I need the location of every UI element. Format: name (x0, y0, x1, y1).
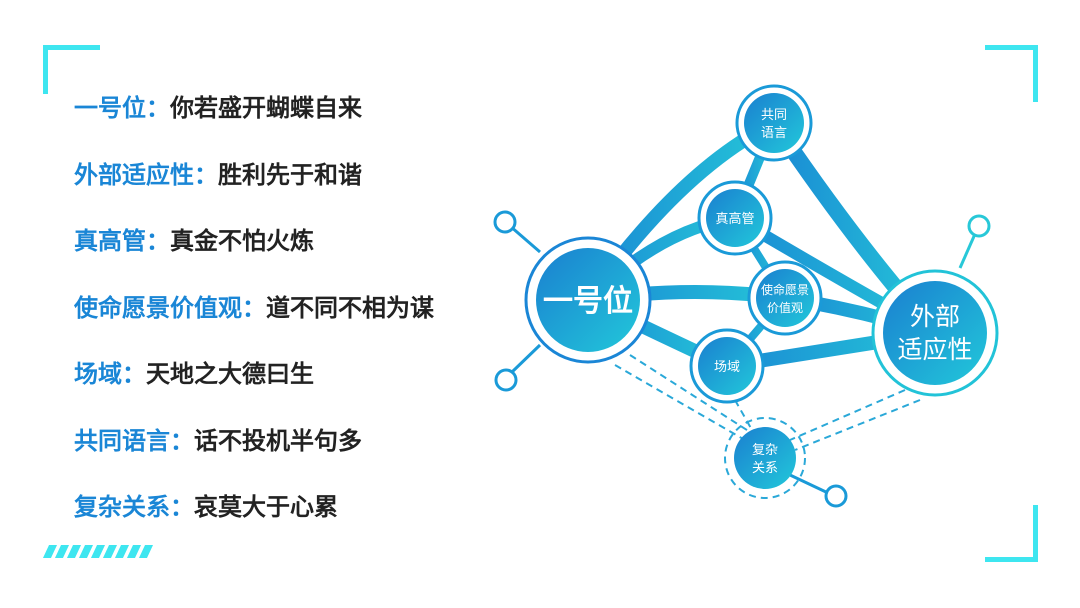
item-value: 哀莫大于心累 (194, 493, 338, 521)
node-executives: 真高管 (697, 180, 773, 256)
node-external-adaptability: 外部 适应性 (871, 269, 999, 397)
svg-text:一号位: 一号位 (543, 284, 633, 319)
item-value: 你若盛开蝴蝶自来 (170, 94, 362, 122)
svg-text:场域: 场域 (714, 360, 740, 375)
item-value: 话不投机半句多 (194, 426, 362, 455)
svg-text:共同: 共同 (761, 108, 787, 123)
corner-top-right (985, 45, 1038, 102)
svg-text:真高管: 真高管 (715, 211, 754, 227)
node-common-language: 共同 语言 (735, 84, 813, 162)
node-mission-vision-values: 使命愿景 价值观 (747, 260, 823, 336)
svg-text:外部: 外部 (910, 302, 960, 331)
item-value: 天地之大德曰生 (146, 360, 314, 388)
svg-text:关系: 关系 (752, 461, 778, 476)
list-item: 共同语言：话不投机半句多 (74, 423, 434, 490)
item-key: 外部适应性： (74, 160, 218, 189)
list-item: 外部适应性：胜利先于和谐 (74, 157, 434, 224)
list-item: 一号位：你若盛开蝴蝶自来 (74, 90, 434, 157)
corner-top-left (43, 45, 100, 94)
item-key: 一号位： (74, 94, 170, 122)
svg-text:使命愿景: 使命愿景 (761, 282, 809, 297)
corner-bottom-right (985, 505, 1038, 562)
svg-text:适应性: 适应性 (897, 335, 972, 364)
item-key: 真高管： (74, 227, 170, 255)
svg-text:语言: 语言 (761, 126, 787, 141)
svg-text:价值观: 价值观 (767, 300, 803, 315)
item-value: 胜利先于和谐 (218, 160, 362, 189)
principle-list: 一号位：你若盛开蝴蝶自来 外部适应性：胜利先于和谐 真高管：真金不怕火炼 使命愿… (74, 90, 434, 556)
node-leader: 一号位 (524, 236, 652, 364)
item-key: 复杂关系： (74, 493, 194, 521)
item-key: 共同语言： (74, 426, 194, 455)
svg-text:复杂: 复杂 (752, 443, 778, 458)
list-item: 复杂关系：哀莫大于心累 (74, 489, 434, 556)
item-key: 使命愿景价值观： (74, 293, 266, 322)
node-complex-relations: 复杂 关系 (734, 427, 796, 489)
item-value: 真金不怕火炼 (170, 227, 314, 255)
list-item: 使命愿景价值观：道不同不相为谋 (74, 290, 434, 357)
node-field: 场域 (689, 328, 765, 404)
dashed-links (614, 354, 921, 499)
list-item: 场域：天地之大德曰生 (74, 356, 434, 423)
item-key: 场域： (74, 360, 146, 388)
item-value: 道不同不相为谋 (266, 293, 434, 322)
list-item: 真高管：真金不怕火炼 (74, 223, 434, 290)
lollipop-decorations (493, 210, 991, 508)
